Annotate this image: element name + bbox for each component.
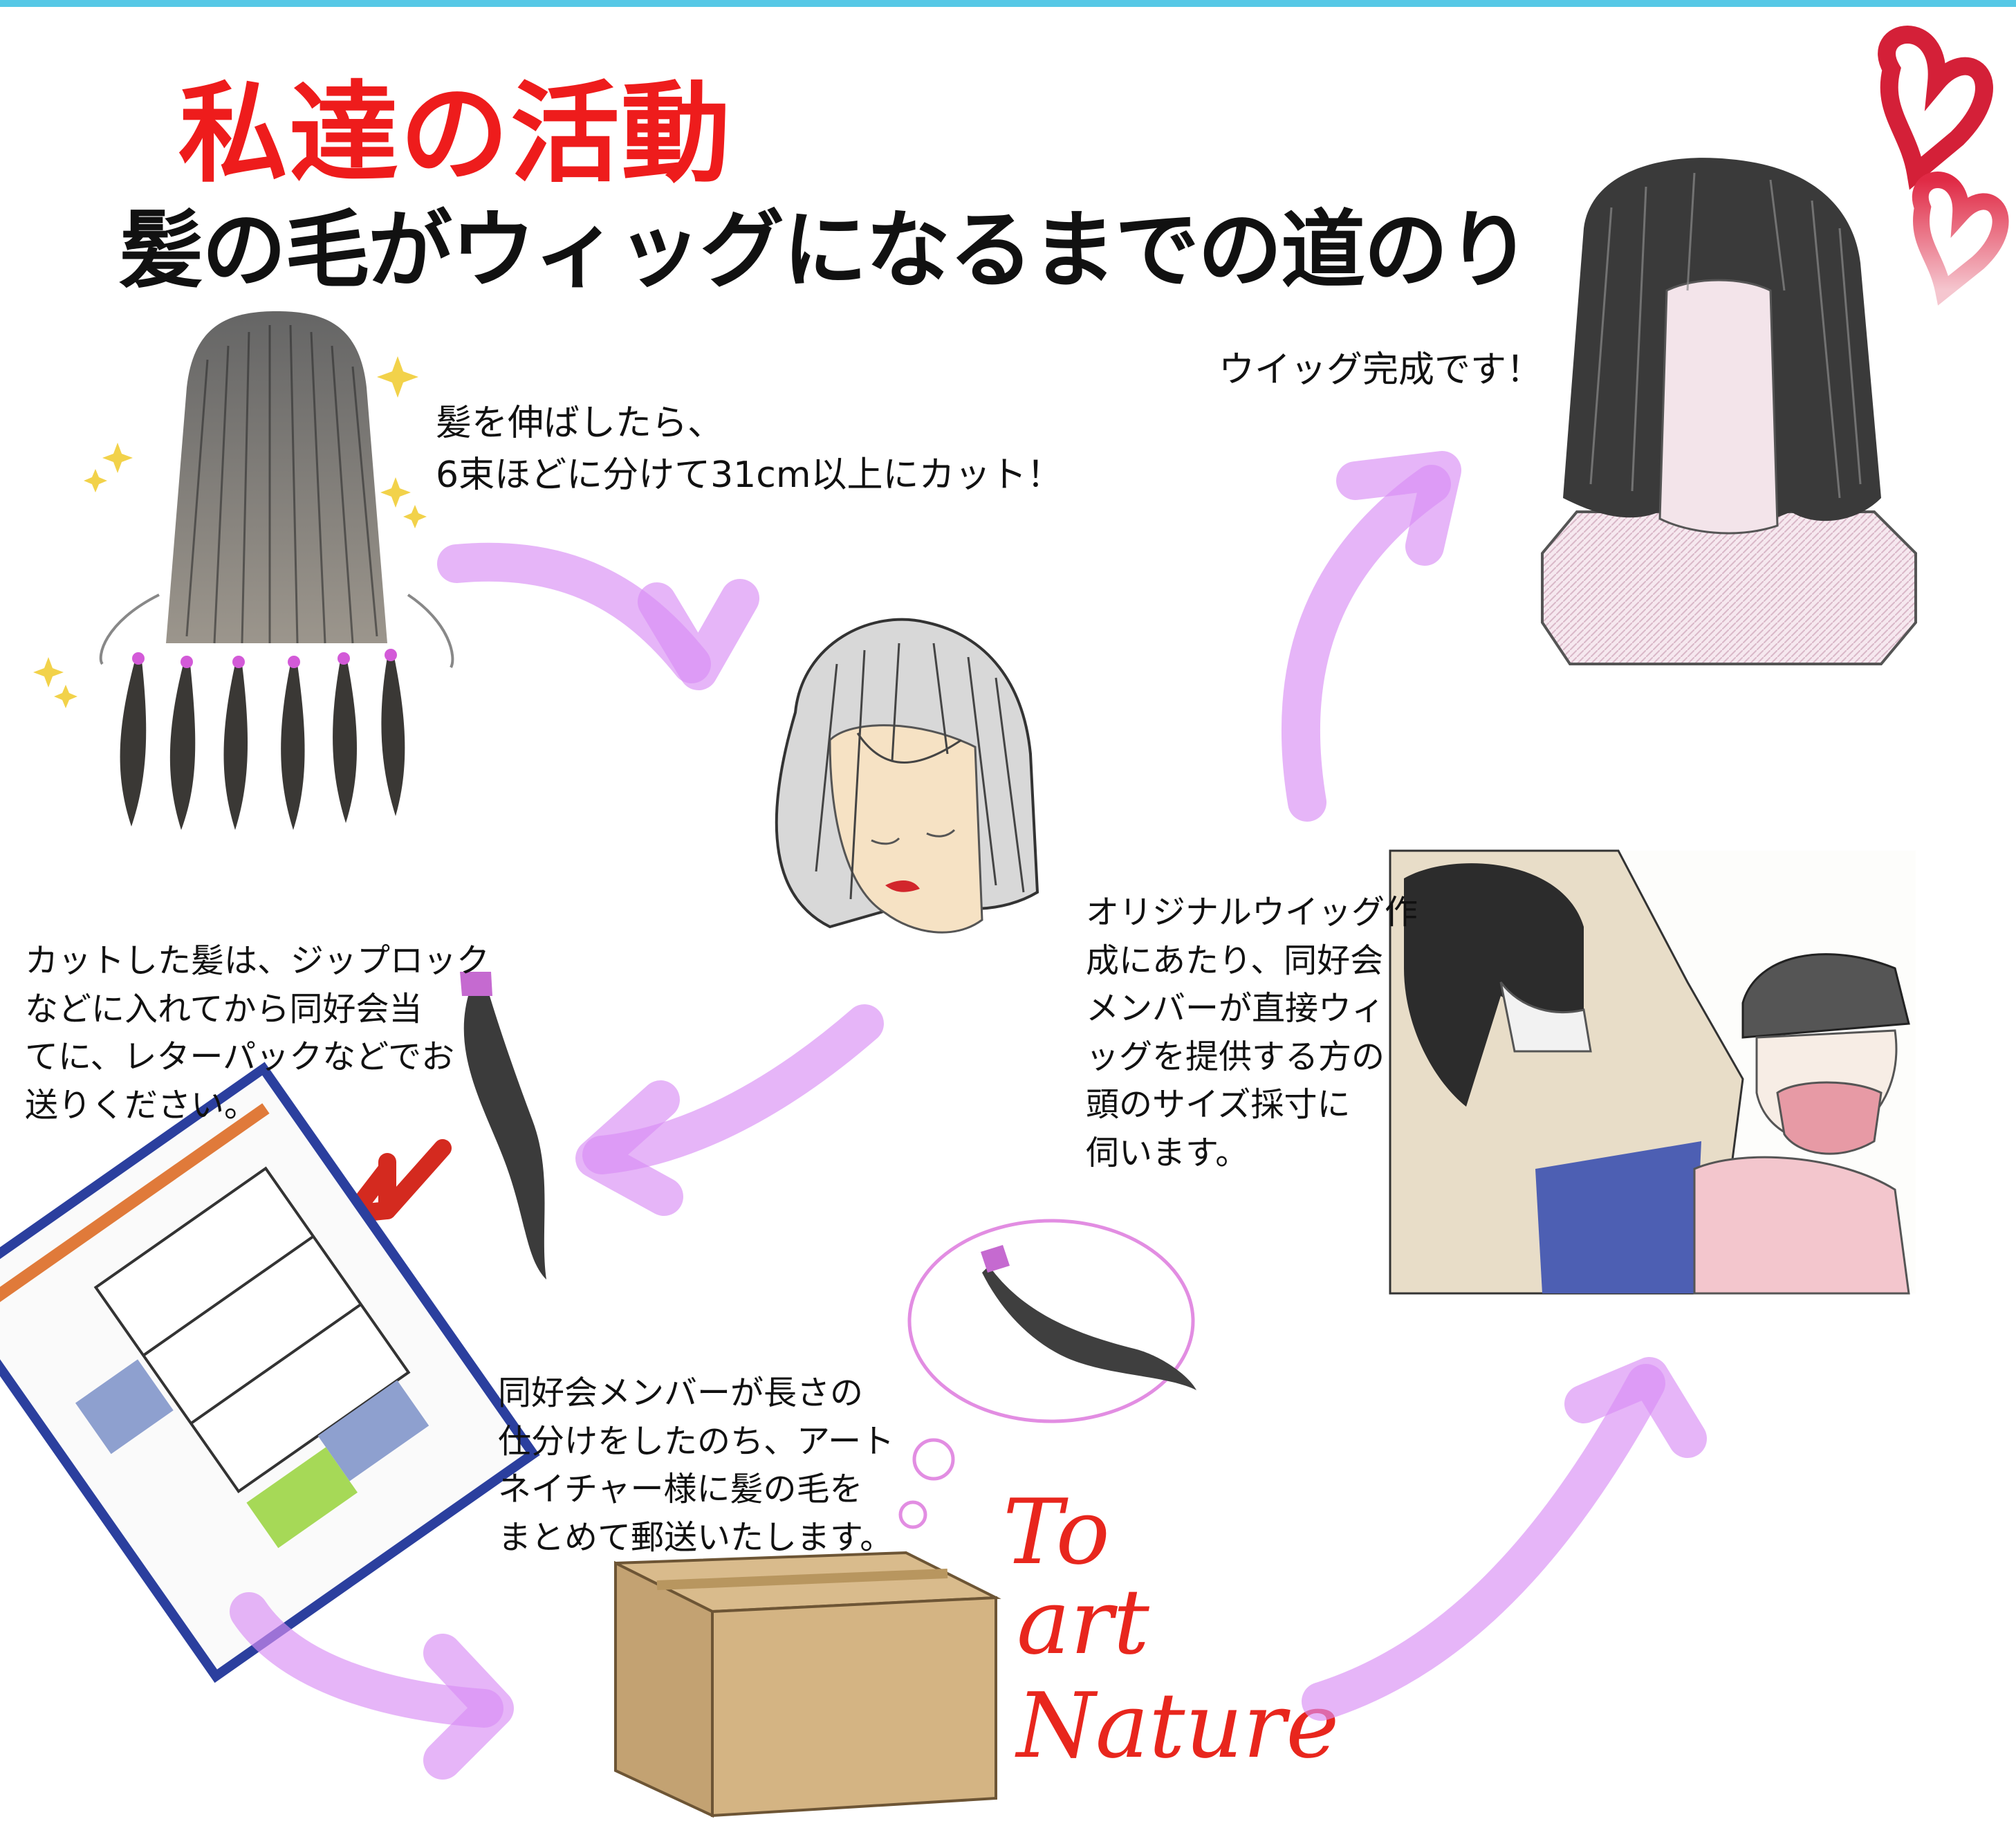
short-hair-illustration <box>775 618 1039 934</box>
flow-arrows <box>230 451 1707 1780</box>
svg-text:Nature: Nature <box>1015 1673 1339 1778</box>
sparkle-icon <box>33 356 427 708</box>
step-done-caption: ウイッグ完成です！ <box>1219 349 1543 391</box>
step-sort-caption: 同好会メンバーが長さの 仕分けをしたのち、アート ネイチャー様に髪の毛を まとめ… <box>498 1374 895 1557</box>
hair-bundle-illustration <box>460 972 546 1280</box>
long-hair-illustration <box>33 311 454 830</box>
heart-icon <box>1912 172 2009 306</box>
finished-wig-illustration <box>1541 158 1917 665</box>
page-subtitle: 髪の毛がウィッグになるまでの道のり <box>119 201 1531 299</box>
red-arrow-icon <box>333 1139 452 1225</box>
step-pack-caption: カットした髪は、ジップロック などに入れてから同好会当 てに、レターパックなどで… <box>25 941 490 1125</box>
top-accent-bar <box>0 0 2016 7</box>
svg-text:art: art <box>1017 1569 1150 1674</box>
svg-text:To: To <box>1003 1479 1110 1585</box>
letter-pack-illustration <box>0 1062 540 1683</box>
cardboard-box-illustration <box>614 1551 1001 1818</box>
heart-icon <box>1878 26 1993 190</box>
measuring-illustration <box>1389 849 1916 1295</box>
step-measure-caption: オリジナルウイッグ作 成にあたり、同好会 メンバーが直接ウィ ッグを提供する方の… <box>1086 893 1418 1172</box>
to-art-nature-handwriting: To art Nature <box>1003 1479 1339 1778</box>
thought-bubble <box>898 1219 1196 1529</box>
page-title: 私達の活動 <box>178 71 732 198</box>
step-cut-caption: 髪を伸ばしたら、 6束ほどに分けて31cm以上にカット！ <box>436 403 1063 497</box>
